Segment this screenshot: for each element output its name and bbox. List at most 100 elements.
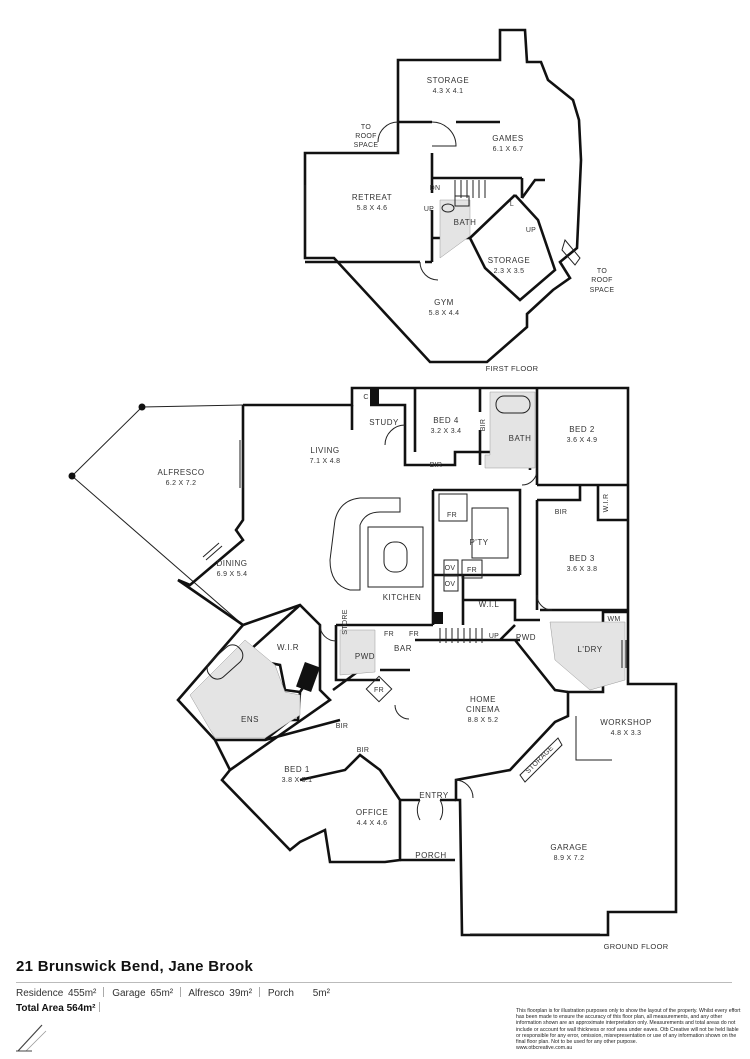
room-ldry-name: L'DRY [577,645,602,654]
bir-label-2: BIR [430,462,443,469]
gym-door [419,261,439,281]
bath-bed4-area [484,391,536,469]
ensuite-area [189,639,301,739]
room-pty-name: P'TY [469,538,488,547]
linen-label: L [510,201,514,208]
ensuite-column [296,662,320,692]
room-workshop-name: WORKSHOP [600,718,652,727]
room-games-name: GAMES [492,134,523,143]
area-label-alfresco: Alfresco [188,988,225,999]
first-floor-outline [303,28,583,364]
footer-divider [16,982,732,983]
washing-machine-label: WM [607,616,620,623]
room-pwd-1-name: PWD [355,652,375,661]
room-cinema-name2: CINEMA [466,705,500,714]
fridge-bar-box [365,675,393,703]
fridge-1 [438,493,468,522]
area-label-residence: Residence [16,988,64,999]
room-dining-dims: 6.9 X 5.4 [217,571,248,578]
area-value-residence: 455m² [68,988,97,999]
cinema-door [394,704,410,720]
room-bed1-dims: 3.8 X 5.1 [282,777,313,784]
room-storage-name: STORAGE [427,76,469,85]
room-alfresco-name: ALFRESCO [157,468,204,477]
bir-label-4: BIR [336,723,349,730]
stairs-down-label: DN [430,185,441,192]
room-bath-name: BATH [509,434,532,443]
workshop-bench [575,716,612,761]
disclaimer-url: www.otbcreative.com.au [516,1045,573,1052]
chimney-block [370,388,379,404]
room-bath-name: BATH [454,218,477,227]
room-bed3-name: BED 3 [569,554,595,563]
room-living-dims: 7.1 X 4.8 [310,458,341,465]
ground-floor-interior-walls [332,388,628,862]
room-retreat-dims: 5.8 X 4.6 [357,205,388,212]
study-door [384,424,406,446]
room-storage-dims: 4.3 X 4.1 [433,88,464,95]
room-pwd-2-name: PWD [516,633,536,642]
to-roof-label-2c: SPACE [590,287,615,294]
room-storage2-dims: 2.3 X 3.5 [494,268,525,275]
first-floor: STORAGE 4.3 X 4.1 GAMES 6.1 X 6.7 RETREA… [303,28,615,373]
laundry-area [549,621,626,691]
ground-floor-bed-wing [176,604,341,771]
oven-2 [443,575,459,592]
powder-room-area [339,629,376,676]
room-office-name: OFFICE [356,808,388,817]
stairs-up-label-1: UP [424,206,434,213]
room-office-dims: 4.4 X 4.6 [357,820,388,827]
room-cinema-name: HOME [470,695,496,704]
ground-floor-label: GROUND FLOOR [604,942,669,950]
floor-plan: STORAGE 4.3 X 4.1 GAMES 6.1 X 6.7 RETREA… [68,28,678,950]
plan-footer: 21 Brunswick Bend, Jane Brook Residence … [0,950,750,1059]
fridge-bar-label: FR [374,687,384,694]
bath-tub [495,395,531,414]
area-summary: Residence 455m² Garage 65m² Alfresco 39m… [16,987,332,999]
room-garage-dims: 8.9 X 7.2 [554,855,585,862]
room-retreat-name: RETREAT [352,193,392,202]
bed-wing-door [319,624,337,642]
first-floor-bath-area [439,199,471,259]
room-bed3-dims: 3.6 X 3.8 [567,566,598,573]
storage-cupboard [519,737,563,783]
fridge-label-3: FR [384,631,394,638]
oven-label-1: OV [445,565,456,572]
ground-floor-outline [177,386,678,937]
room-bed4-name: BED 4 [433,416,459,425]
dining-sliding-door [202,542,223,561]
room-games-dims: 6.1 X 6.7 [493,146,524,153]
toilet [454,195,470,207]
to-roof-label-2: TO [597,268,607,275]
stairs-up-label: UP [489,633,499,640]
fridge-label-4: FR [409,631,419,638]
room-bed2-name: BED 2 [569,425,595,434]
structural-column [433,612,443,624]
roof-access-1 [377,121,399,143]
storage-door [431,121,457,147]
living-sliding-door [239,440,244,488]
bir-bed4-label: BIR [480,419,487,432]
first-floor-stairs [454,180,486,198]
area-value-alfresco: 39m² [229,988,253,999]
entry-doors [416,799,444,821]
disclaimer-text: This floorplan is for illustration purpo… [516,1008,742,1051]
room-bed2-dims: 3.6 X 4.9 [567,437,598,444]
room-wir-bed1-name: W.I.R [277,643,299,652]
room-cinema-dims: 8.8 X 5.2 [468,717,499,724]
total-area-value: 564m² [66,1003,96,1014]
to-roof-label-1c: SPACE [354,142,379,149]
oven-1 [443,559,459,576]
room-dining-name: DINING [217,559,248,568]
area-label-garage: Garage [112,988,146,999]
room-bar-name: BAR [394,644,412,653]
stairs-up-label-2: UP [526,227,536,234]
room-entry-name: ENTRY [419,791,449,800]
area-label-porch: Porch [267,988,294,999]
alfresco-post [138,403,146,411]
fridge-2 [461,559,483,579]
room-garage-name: GARAGE [550,843,587,852]
ensuite-bath [206,644,244,680]
bir-label-5: BIR [357,747,370,754]
roof-hatch-2 [561,238,581,266]
